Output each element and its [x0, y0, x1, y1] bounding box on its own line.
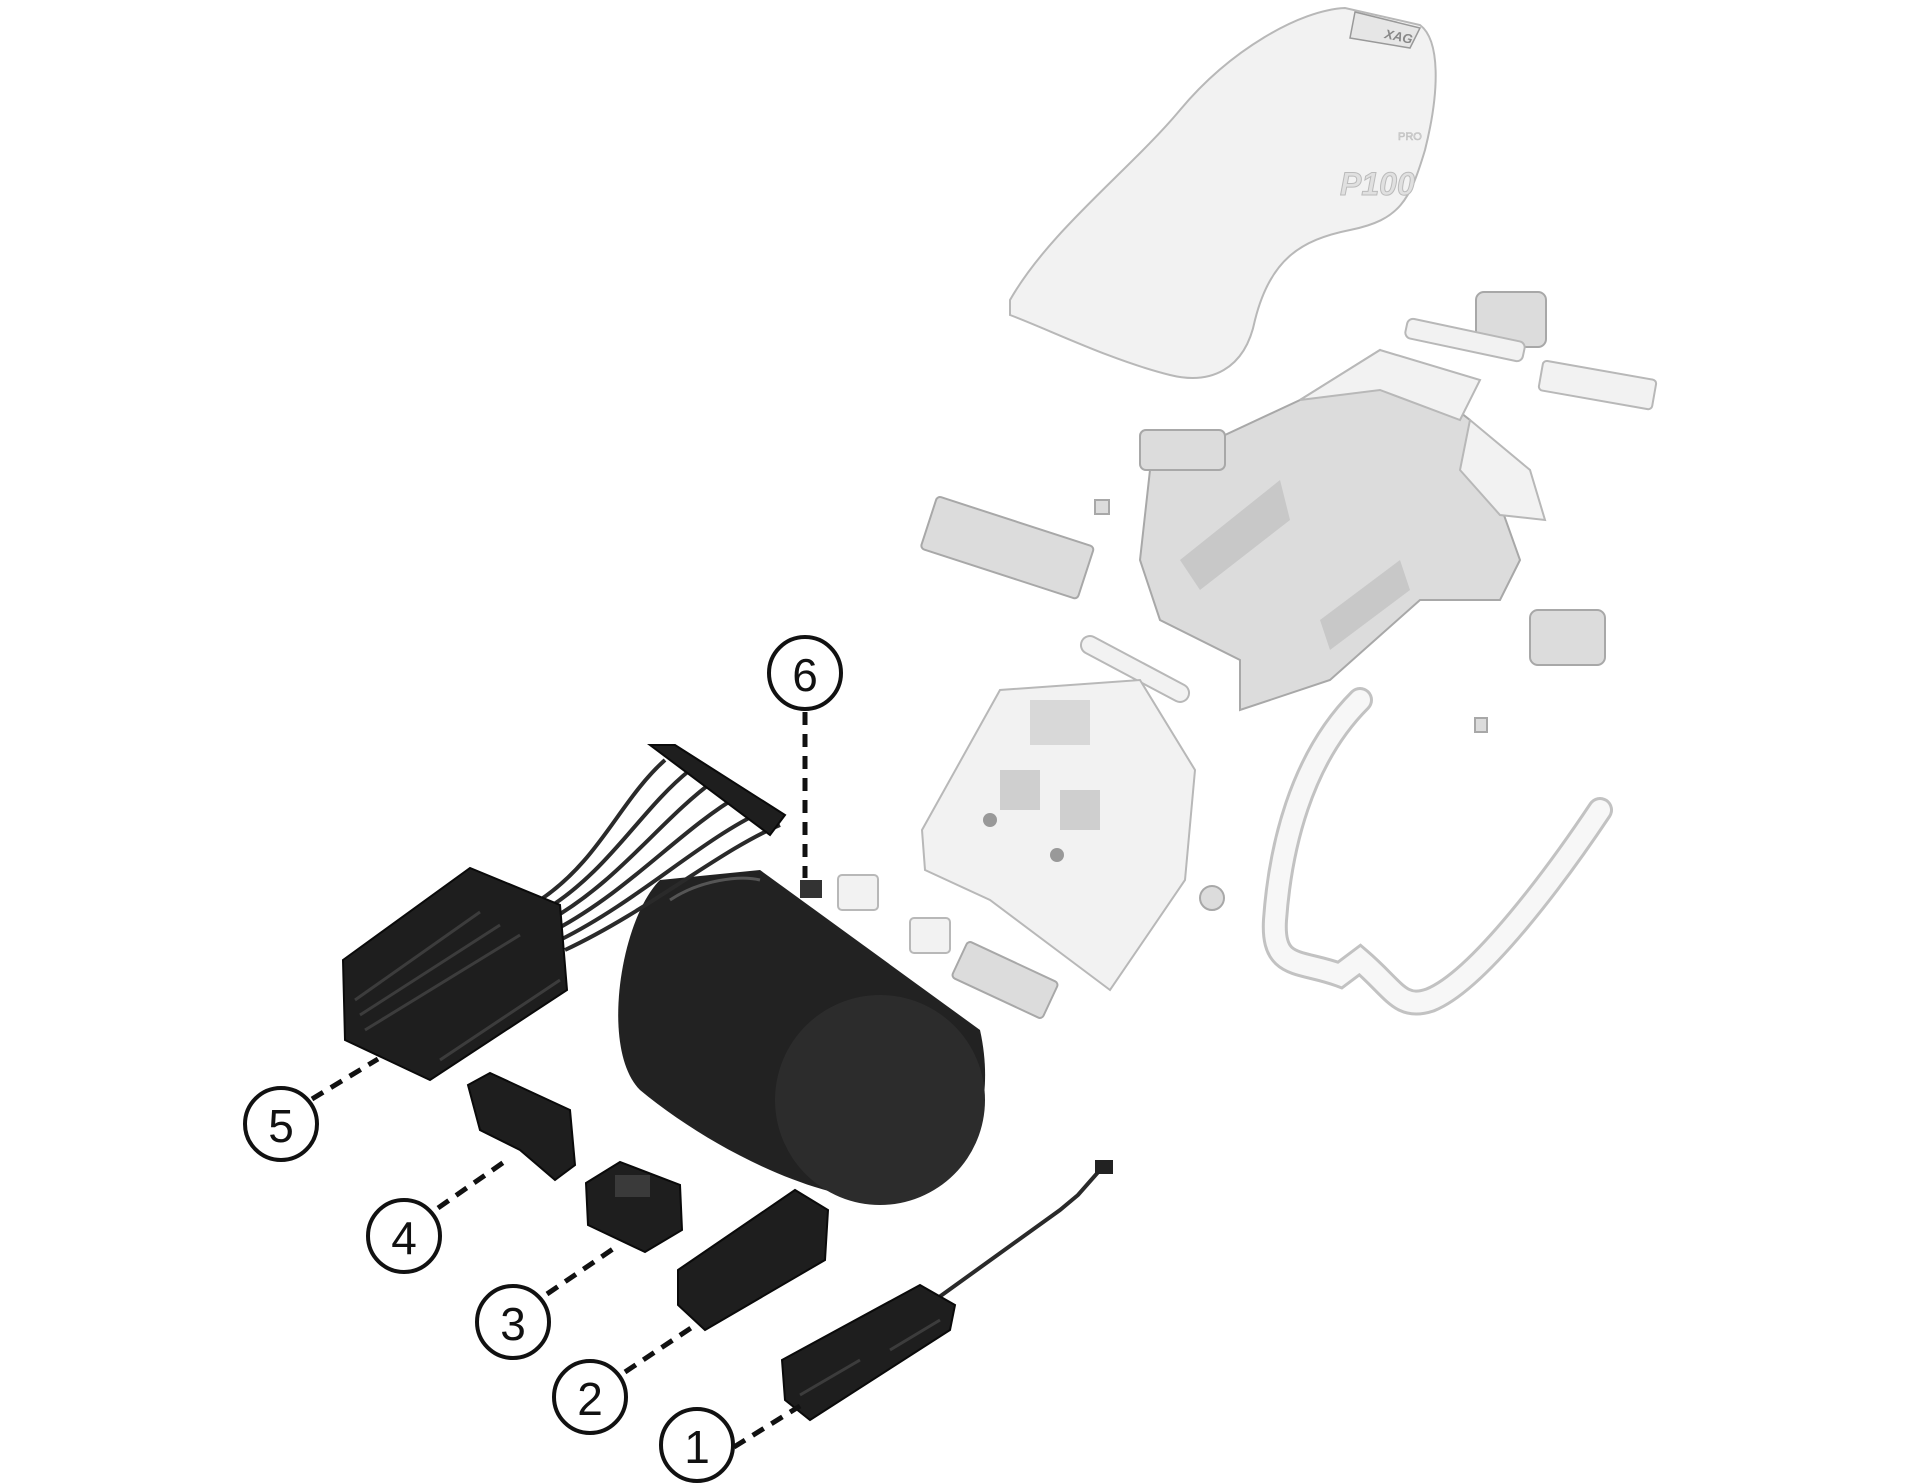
part-3-module — [584, 1160, 684, 1254]
part-4-module — [466, 1071, 577, 1182]
leader-line-3 — [545, 1246, 615, 1297]
svg-text:5: 5 — [268, 1100, 294, 1152]
callout-3: 3 — [475, 1284, 551, 1360]
cable-comb-right — [1537, 359, 1658, 411]
main-frame — [1138, 348, 1547, 712]
canopy-model: P100 — [1340, 166, 1415, 202]
leader-line-5 — [310, 1056, 380, 1102]
mount-plate — [951, 941, 1059, 1019]
svg-text:6: 6 — [792, 649, 818, 701]
cable-comb-left — [920, 496, 1095, 600]
leader-line-2 — [623, 1323, 696, 1375]
canopy-logo: XAG — [1382, 26, 1414, 47]
esc-module — [341, 744, 787, 1082]
canopy: XAG PRO P100 — [1009, 6, 1437, 379]
part-1-module — [780, 1160, 1113, 1422]
canopy-model-suffix: PRO — [1398, 131, 1422, 143]
svg-text:4: 4 — [391, 1212, 417, 1264]
callout-1: 1 — [659, 1407, 735, 1483]
part-2-module — [677, 1188, 830, 1332]
svg-text:1: 1 — [684, 1421, 710, 1473]
svg-text:2: 2 — [577, 1373, 603, 1425]
callout-5: 5 — [243, 1086, 319, 1162]
cylinder-unit — [618, 870, 986, 1205]
small-clip — [1474, 717, 1488, 733]
callout-4: 4 — [366, 1198, 442, 1274]
leader-line-4 — [436, 1159, 506, 1211]
callout-2: 2 — [552, 1359, 628, 1435]
svg-text:3: 3 — [500, 1298, 526, 1350]
grommet — [1199, 885, 1225, 911]
cable-clip-bar — [1404, 317, 1526, 363]
pin-rod — [1079, 635, 1191, 703]
callout-6: 6 — [767, 635, 843, 711]
leader-line-1 — [732, 1403, 802, 1450]
small-nut — [1094, 499, 1110, 515]
bracket-right — [1529, 609, 1606, 666]
bracket-left — [1139, 429, 1226, 471]
clip-a — [837, 874, 879, 911]
battery-cradle — [920, 678, 1197, 992]
clip-b — [909, 917, 951, 954]
